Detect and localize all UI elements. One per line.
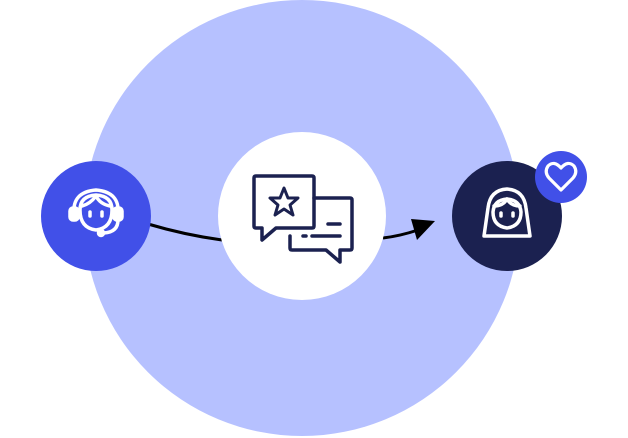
flow-arrow-left-segment (147, 222, 223, 242)
flow-arrowhead (411, 219, 435, 240)
customer-woman-icon (482, 187, 532, 238)
heart-icon (544, 161, 578, 192)
reviews-chat-star-icon (252, 174, 354, 264)
reviews-node (218, 132, 386, 300)
favorite-badge (535, 151, 587, 203)
headset-agent-icon (68, 188, 124, 238)
agent-node (41, 161, 151, 271)
customer-node (452, 161, 562, 271)
